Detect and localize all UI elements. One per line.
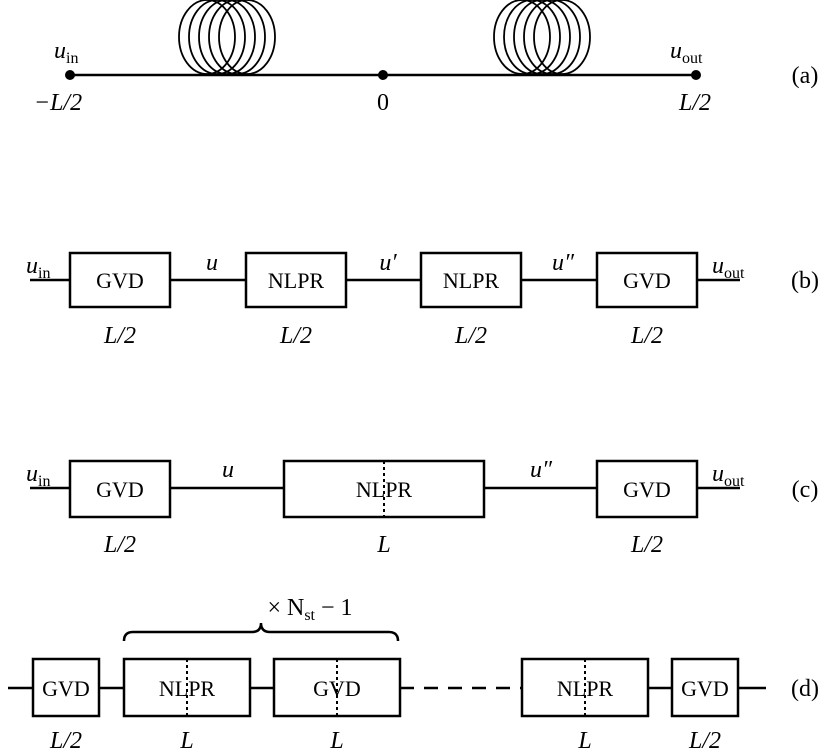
panel-tag: (c) xyxy=(792,477,819,503)
output-field-label: uout xyxy=(670,38,703,67)
block-label: NLPR xyxy=(557,676,614,701)
nlpr-block xyxy=(244,251,348,309)
block-label: NLPR xyxy=(356,477,413,502)
block-label: GVD xyxy=(96,477,144,502)
length-label: L xyxy=(329,728,343,754)
length-label: L/2 xyxy=(279,323,312,349)
length-label: L/2 xyxy=(103,323,136,349)
left-position-label: −L/2 xyxy=(34,90,82,116)
length-label: L/2 xyxy=(103,532,136,558)
mid-position-label: 0 xyxy=(377,90,389,116)
repeat-count-label: × Nst − 1 xyxy=(267,595,352,624)
signal-label: u xyxy=(206,250,218,276)
block-label: GVD xyxy=(623,477,671,502)
length-label: L/2 xyxy=(688,728,721,754)
mid-node xyxy=(378,70,388,80)
block-label: NLPR xyxy=(159,676,216,701)
panel-b: GVD NLPR NLPR GVD L/2 L/2 L/2 L/2 u u′ u… xyxy=(26,250,819,349)
panel-tag: (a) xyxy=(792,63,819,89)
gvd-block xyxy=(595,459,699,519)
gvd-block xyxy=(68,251,172,309)
block-label: NLPR xyxy=(443,268,500,293)
panel-d: × Nst − 1 GVD NLPR GVD NLPR GVD L/2 L L … xyxy=(8,595,819,754)
block-label: GVD xyxy=(681,676,729,701)
nlpr-block xyxy=(520,657,650,718)
gvd-block xyxy=(68,459,172,519)
fiber-coil-icon xyxy=(493,0,591,75)
panel-c: GVD NLPR GVD L/2 L L/2 u u″ uin uout (c) xyxy=(26,457,818,558)
input-node xyxy=(65,70,75,80)
length-label: L xyxy=(179,728,193,754)
length-label: L/2 xyxy=(630,532,663,558)
block-label: GVD xyxy=(42,676,90,701)
signal-label: u xyxy=(222,457,234,483)
signal-label: u″ xyxy=(530,457,553,483)
block-label: GVD xyxy=(313,676,361,701)
input-field-label: uin xyxy=(26,253,50,282)
gvd-block xyxy=(670,657,740,718)
output-node xyxy=(691,70,701,80)
repeat-brace xyxy=(122,622,400,642)
signal-label: u′ xyxy=(379,250,397,276)
signal-label: u″ xyxy=(552,250,575,276)
input-field-label: uin xyxy=(54,38,78,67)
length-label: L/2 xyxy=(630,323,663,349)
output-field-label: uout xyxy=(712,253,745,282)
output-field-label: uout xyxy=(712,461,745,490)
gvd-block xyxy=(272,657,402,718)
right-position-label: L/2 xyxy=(678,90,711,116)
block-label: NLPR xyxy=(268,268,325,293)
panel-tag: (d) xyxy=(791,676,819,702)
panel-a: uin uout −L/2 0 L/2 (a) xyxy=(34,0,818,116)
length-label: L xyxy=(376,532,390,558)
length-label: L/2 xyxy=(49,728,82,754)
gvd-block xyxy=(31,657,101,718)
block-label: GVD xyxy=(96,268,144,293)
length-label: L xyxy=(577,728,591,754)
panel-tag: (b) xyxy=(791,268,819,294)
block-label: GVD xyxy=(623,268,671,293)
length-label: L/2 xyxy=(454,323,487,349)
nlpr-block xyxy=(419,251,523,309)
fiber-coil-icon xyxy=(178,0,276,75)
gvd-block xyxy=(595,251,699,309)
input-field-label: uin xyxy=(26,461,50,490)
